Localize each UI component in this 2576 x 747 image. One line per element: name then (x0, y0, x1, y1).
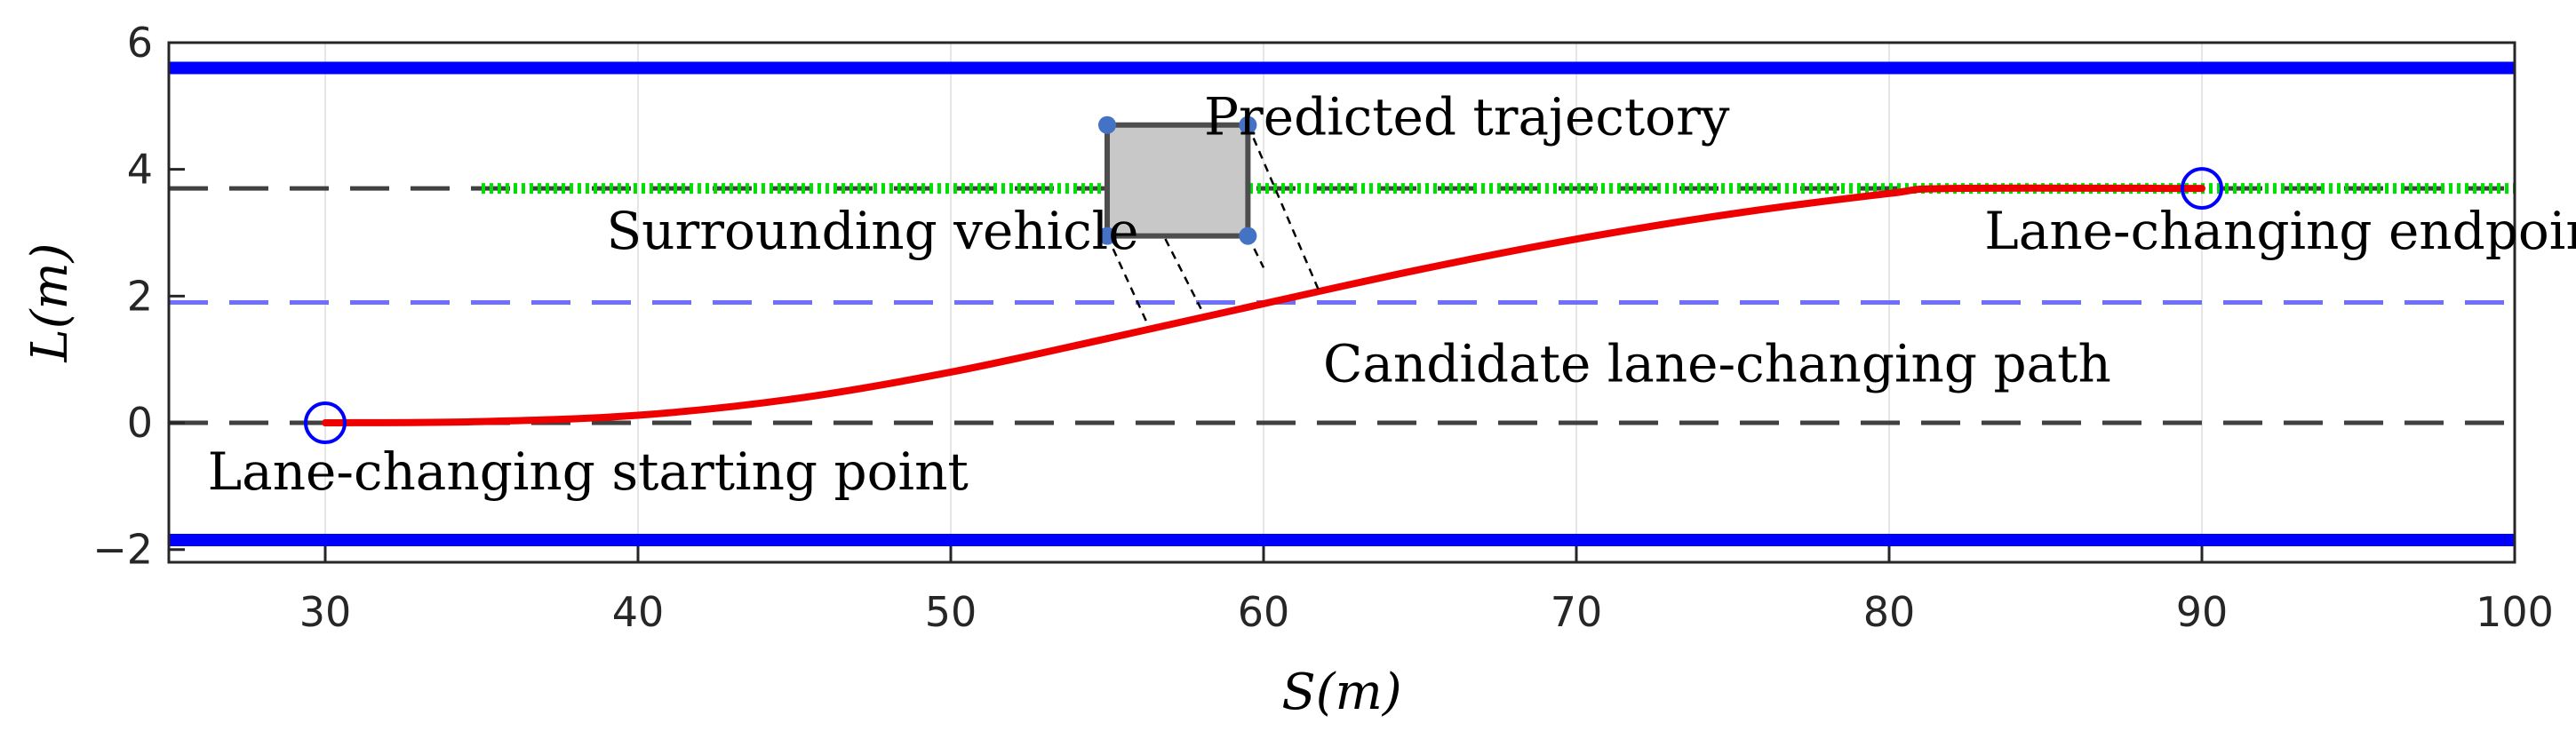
vehicle-projection-line (1247, 124, 1321, 294)
vehicle-projection-line (1105, 235, 1149, 325)
x-tick-label: 40 (612, 588, 665, 636)
x-tick-label: 30 (299, 588, 352, 636)
annotation-label: Candidate lane-changing path (1323, 334, 2111, 394)
y-tick-label: 2 (127, 272, 153, 320)
x-tick-label: 50 (925, 588, 977, 636)
x-tick-label: 70 (1551, 588, 1603, 636)
candidate-path (322, 184, 2205, 427)
x-tick-label: 90 (2176, 588, 2229, 636)
x-tick-label: 80 (1863, 588, 1916, 636)
y-tick-label: 6 (127, 19, 153, 67)
annotation-label: Surrounding vehicle (606, 201, 1138, 261)
y-tick-label: 0 (127, 399, 153, 447)
vehicle-corner-point (1098, 115, 1116, 134)
vehicle-corner-point (1239, 226, 1257, 245)
lane-change-point-marker (2181, 167, 2223, 211)
annotation-label: Lane-changing starting point (208, 441, 969, 502)
y-tick-label: −2 (92, 526, 153, 574)
candidate-path-line (322, 184, 2205, 427)
annotation-label: Predicted trajectory (1204, 86, 1730, 147)
lane-change-point-marker (304, 401, 347, 445)
y-tick-label: 4 (127, 146, 153, 194)
vehicle-corner-point (1239, 115, 1257, 134)
axes: 30 40 50 60 70 80 90 100 6 4 2 0 −2S(m) L(m) (21, 19, 2554, 721)
annotation-label: Lane-changing endpoint (1984, 201, 2576, 261)
endpoint-markers (304, 167, 2223, 445)
x-tick-label: 100 (2476, 588, 2554, 636)
surrounding-vehicle (1098, 115, 1321, 325)
y-axis-label: L(m) (21, 243, 79, 363)
axes-frame (167, 41, 2516, 564)
x-tick-label: 60 (1238, 588, 1290, 636)
vehicle-corner-point (1098, 226, 1116, 245)
x-axis-label: S(m) (1281, 664, 1401, 721)
